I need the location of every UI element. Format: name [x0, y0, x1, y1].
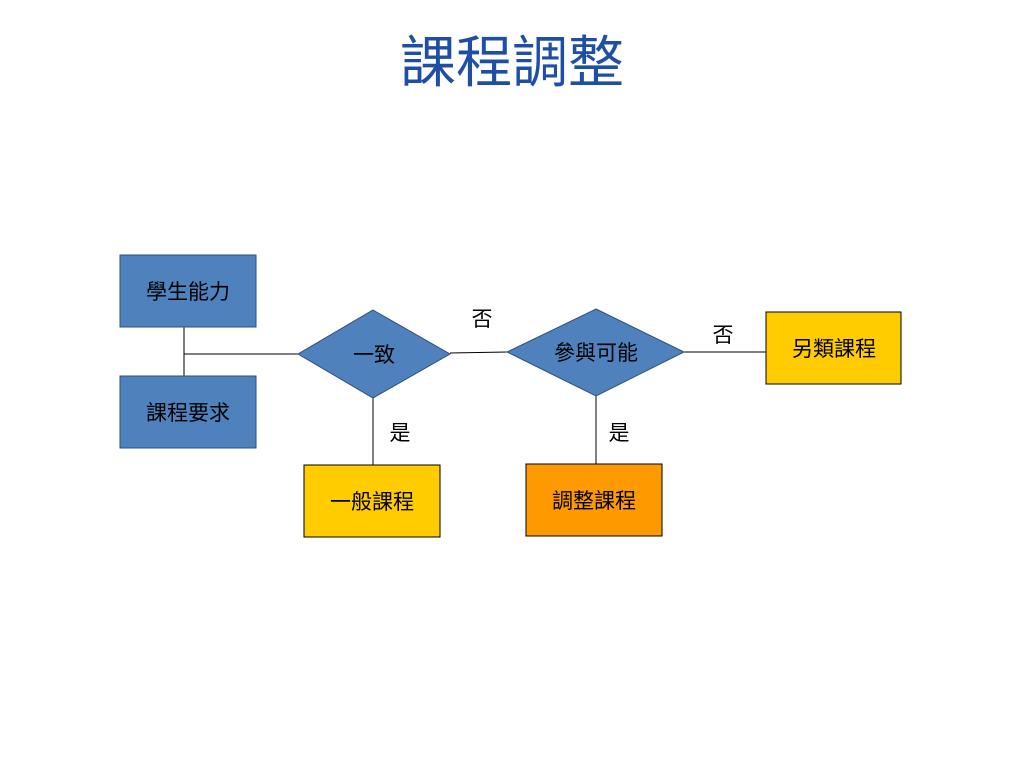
decision-participate-label: 參與可能 — [554, 341, 638, 365]
slide-title: 課程調整 — [400, 31, 624, 96]
node-alternative-course-label: 另類課程 — [792, 337, 876, 361]
node-general-course: 一般課程 — [303, 464, 441, 538]
decision-consistent: 一致 — [297, 309, 452, 399]
decision-participate: 參與可能 — [505, 308, 686, 397]
node-student-ability: 學生能力 — [119, 254, 257, 328]
node-general-course-label: 一般課程 — [330, 490, 414, 514]
decision-consistent-label: 一致 — [353, 343, 395, 367]
decision-consistent-shape — [297, 309, 452, 399]
node-general-course-box — [303, 464, 441, 538]
connectors — [183, 327, 766, 465]
node-student-ability-label: 學生能力 — [146, 280, 230, 304]
node-adjusted-course-box — [525, 463, 663, 537]
decision-participate-shape — [505, 308, 686, 397]
edge-label-consistent-no: 否 — [472, 307, 493, 331]
node-course-requirement-box — [119, 375, 257, 449]
node-course-requirement-label: 課程要求 — [146, 401, 230, 425]
connector-consistent-participate — [449, 351, 508, 354]
node-alternative-course: 另類課程 — [765, 311, 902, 385]
node-student-ability-box — [119, 254, 257, 328]
node-adjusted-course-label: 調整課程 — [552, 489, 636, 513]
edge-label-participate-yes: 是 — [609, 421, 630, 445]
node-course-requirement: 課程要求 — [119, 375, 257, 449]
node-adjusted-course: 調整課程 — [525, 463, 663, 537]
edge-label-consistent-yes: 是 — [390, 421, 411, 445]
node-alternative-course-box — [765, 311, 902, 385]
edge-label-participate-no: 否 — [713, 323, 734, 347]
